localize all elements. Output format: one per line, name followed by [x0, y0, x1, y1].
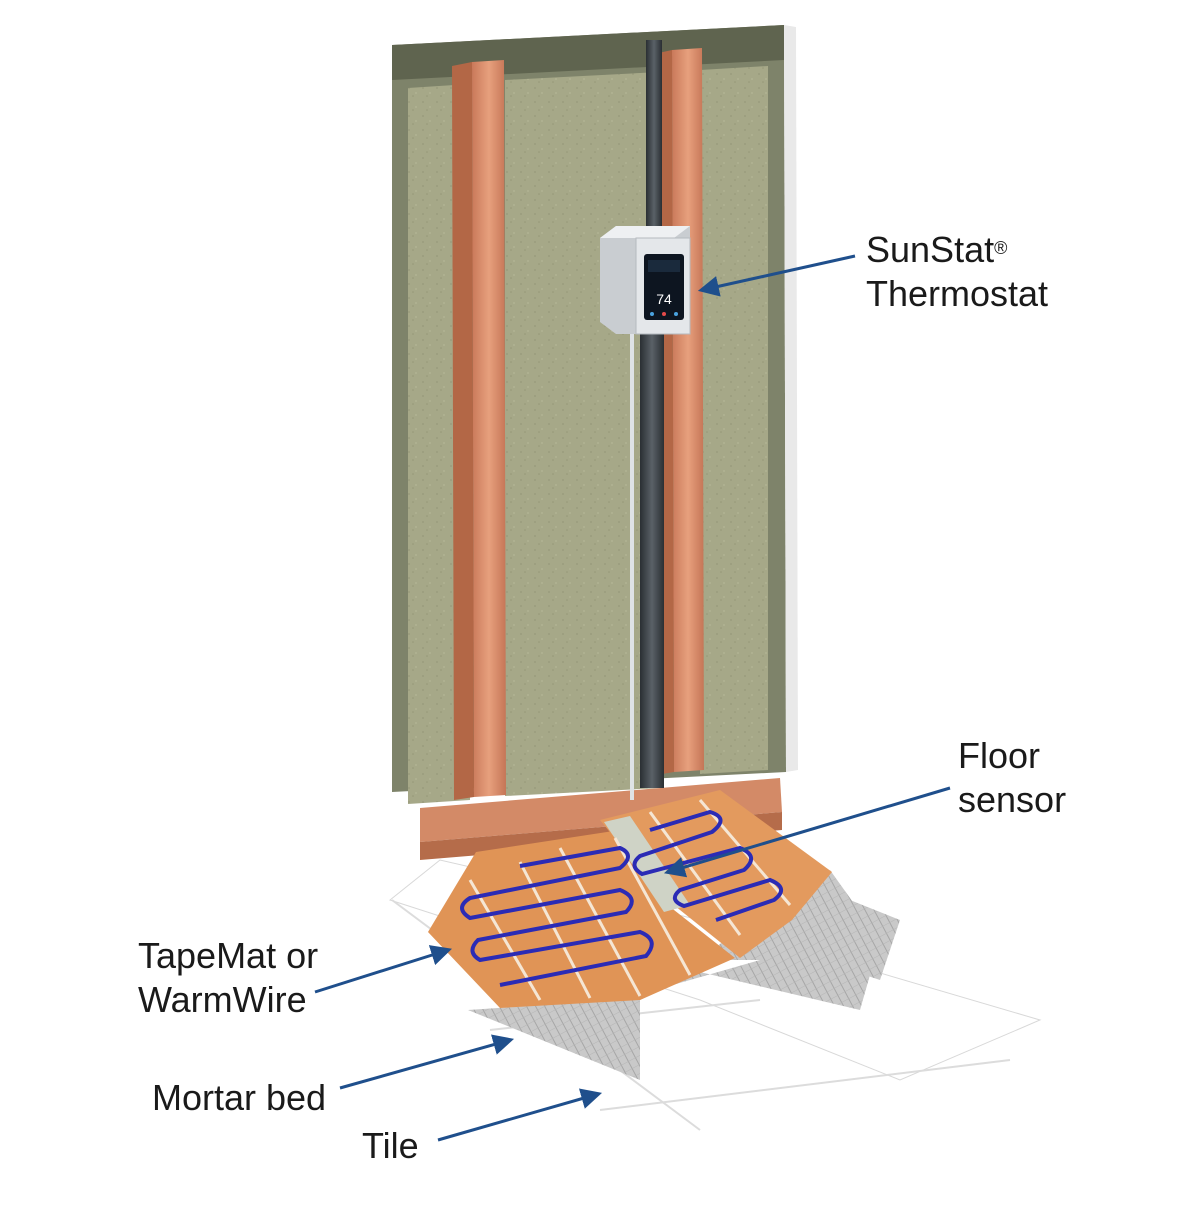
label-thermostat-reg: ® [994, 238, 1008, 258]
label-floor-sensor: Floor sensor [958, 734, 1066, 822]
wall-edge [784, 25, 798, 772]
label-tile: Tile [362, 1125, 419, 1166]
label-thermostat-line1: SunStat [866, 229, 995, 270]
arrow-mortar-bed [339, 1034, 515, 1090]
thermostat-button-icon [662, 312, 666, 316]
label-mortar-bed: Mortar bed [152, 1077, 327, 1118]
mat-gap [604, 816, 690, 912]
thermostat-button-icon [674, 312, 678, 316]
thermostat: 74 [600, 226, 691, 335]
thermostat-box-top [600, 226, 690, 238]
stud-right [672, 48, 704, 772]
tile-grout-line [599, 1059, 1011, 1111]
conduit [630, 40, 664, 800]
thermostat-temperature: 74 [656, 291, 672, 307]
conduit-lower [640, 330, 664, 788]
callout-arrows [314, 254, 951, 1142]
heating-cable [460, 809, 783, 987]
arrow-tapemat [314, 945, 453, 994]
thermostat-status-bar [648, 260, 680, 272]
arrow-thermostat [697, 254, 856, 297]
label-floor-sensor-line1: Floor [958, 735, 1041, 776]
label-tapemat-line1: TapeMat or [138, 935, 319, 976]
thermostat-button-icon [650, 312, 654, 316]
floor [388, 790, 1042, 1131]
stud-left-side [452, 62, 474, 800]
sensor-wire [630, 330, 634, 800]
label-tapemat: TapeMat or WarmWire [138, 934, 318, 1022]
arrow-floor-sensor [663, 786, 951, 878]
label-thermostat: SunStat® Thermostat [866, 228, 1048, 316]
label-floor-sensor-line2: sensor [958, 779, 1067, 820]
heating-mat-right [600, 790, 832, 958]
arrow-tile [437, 1088, 603, 1142]
insulation-center [505, 72, 660, 796]
label-tapemat-line2: WarmWire [138, 979, 307, 1020]
conduit-upper [646, 40, 662, 245]
mortar-bed [468, 870, 880, 1080]
bottom-plate [420, 778, 782, 842]
mortar-bed-corner [700, 880, 900, 980]
stud-left [472, 60, 506, 797]
label-thermostat-line2: Thermostat [866, 273, 1049, 314]
insulation-right [700, 66, 768, 774]
